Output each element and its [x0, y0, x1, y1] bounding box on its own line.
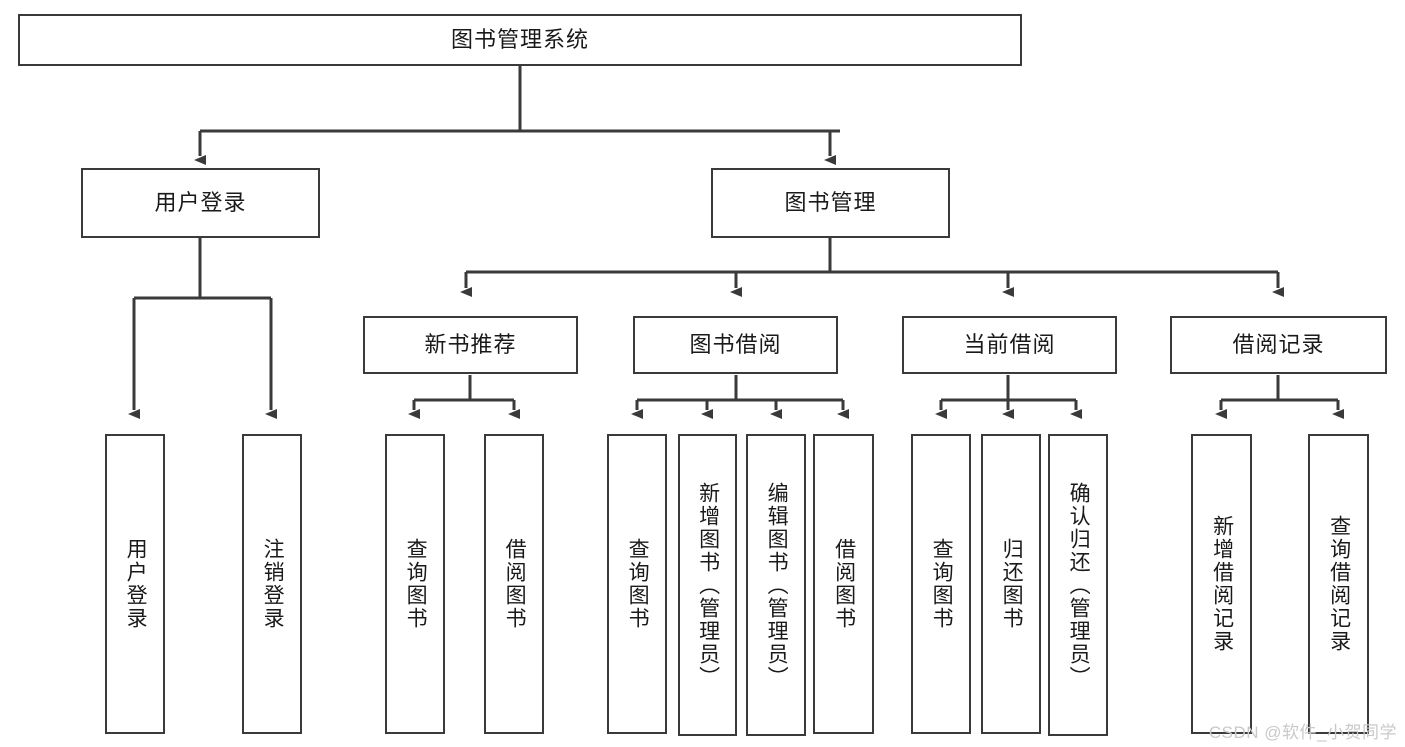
node-leaf-query-book-1[interactable]: 查询图书 [385, 434, 445, 734]
node-leaf-borrow-book-2[interactable]: 借阅图书 [813, 434, 874, 734]
node-leaf-query-record-label: 查询借阅记录 [1327, 515, 1351, 653]
node-book-borrow-label: 图书借阅 [689, 331, 782, 357]
node-root-label: 图书管理系统 [450, 26, 589, 52]
node-leaf-borrow-book-2-label: 借阅图书 [832, 538, 856, 630]
node-leaf-return-book-label: 归还图书 [1000, 538, 1024, 630]
node-current-borrow-label: 当前借阅 [963, 331, 1056, 357]
node-leaf-user-login-label: 用户登录 [124, 538, 148, 630]
node-leaf-query-book-3-label: 查询图书 [930, 538, 954, 630]
node-leaf-logout[interactable]: 注销登录 [242, 434, 302, 734]
node-book-manage-label: 图书管理 [784, 189, 877, 215]
node-leaf-add-book[interactable]: 新增图书（管理员） [678, 434, 737, 736]
node-leaf-add-record[interactable]: 新增借阅记录 [1191, 434, 1252, 734]
node-leaf-user-login[interactable]: 用户登录 [105, 434, 165, 734]
node-book-borrow[interactable]: 图书借阅 [633, 316, 838, 374]
node-leaf-borrow-book-1-label: 借阅图书 [503, 538, 527, 630]
node-leaf-query-book-3[interactable]: 查询图书 [911, 434, 971, 734]
node-leaf-add-record-label: 新增借阅记录 [1210, 515, 1234, 653]
node-borrow-record-label: 借阅记录 [1232, 331, 1325, 357]
node-borrow-record[interactable]: 借阅记录 [1170, 316, 1387, 374]
node-leaf-query-book-2-label: 查询图书 [626, 538, 650, 630]
node-new-book-rec-label: 新书推荐 [424, 331, 517, 357]
node-leaf-query-book-1-label: 查询图书 [404, 538, 428, 630]
node-current-borrow[interactable]: 当前借阅 [902, 316, 1117, 374]
node-leaf-edit-book[interactable]: 编辑图书（管理员） [746, 434, 806, 736]
node-leaf-logout-label: 注销登录 [261, 538, 285, 630]
node-root[interactable]: 图书管理系统 [18, 14, 1022, 66]
node-leaf-return-book[interactable]: 归还图书 [981, 434, 1041, 734]
node-new-book-rec[interactable]: 新书推荐 [363, 316, 578, 374]
node-leaf-edit-book-label: 编辑图书（管理员） [765, 481, 789, 689]
node-leaf-borrow-book-1[interactable]: 借阅图书 [484, 434, 544, 734]
node-leaf-confirm-return-label: 确认归还（管理员） [1067, 481, 1091, 689]
node-leaf-add-book-label: 新增图书（管理员） [696, 481, 720, 689]
node-book-manage[interactable]: 图书管理 [711, 168, 950, 238]
watermark-text: CSDN @软件_小贺同学 [1208, 723, 1397, 742]
node-leaf-query-book-2[interactable]: 查询图书 [607, 434, 667, 734]
node-leaf-confirm-return[interactable]: 确认归还（管理员） [1048, 434, 1108, 736]
node-user-login[interactable]: 用户登录 [81, 168, 320, 238]
node-user-login-label: 用户登录 [154, 189, 247, 215]
node-leaf-query-record[interactable]: 查询借阅记录 [1308, 434, 1369, 734]
